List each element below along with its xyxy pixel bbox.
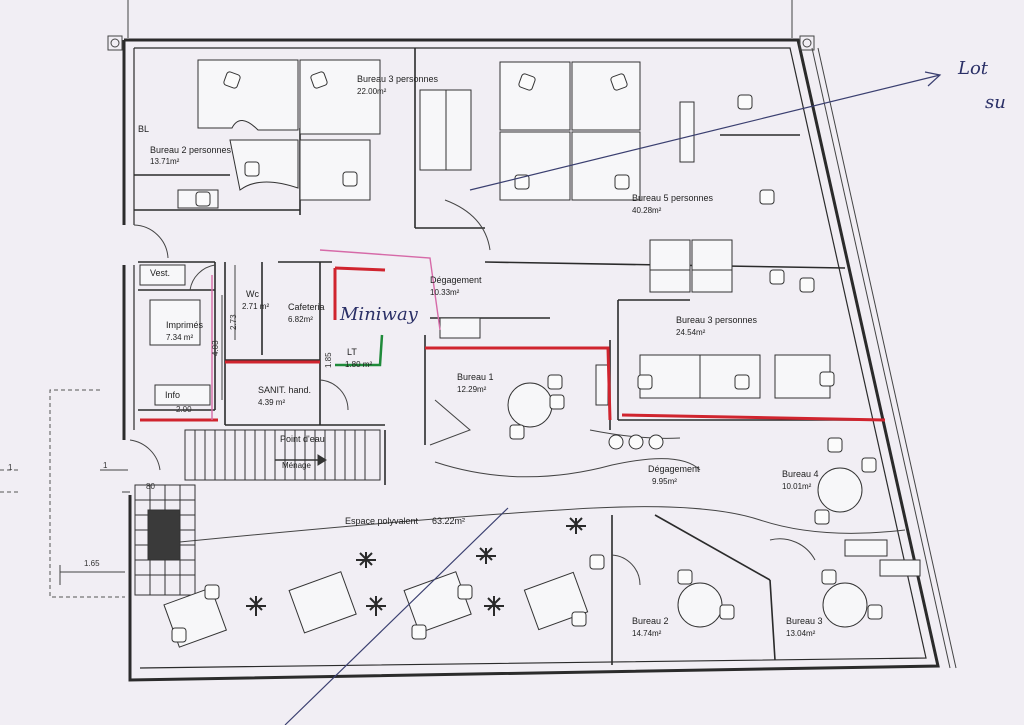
- pen-arrows: [284, 71, 942, 725]
- room-area: 10.33m²: [430, 288, 460, 297]
- handwritten-note: Lot: [957, 58, 989, 79]
- doors: [129, 199, 816, 586]
- room-name: Imprimés: [166, 320, 204, 330]
- room-name: SANIT. hand.: [258, 385, 311, 395]
- room-area: 14.74m²: [632, 629, 662, 638]
- room-area: 4.39 m²: [258, 398, 285, 407]
- room-name: Bureau 2 personnes: [150, 145, 232, 155]
- dimension-labels: 2.73 4.03 2.00 1.65 1 1 1.85 80: [8, 314, 333, 568]
- room-name: Dégagement: [648, 464, 700, 474]
- room-name: Dégagement: [430, 275, 482, 285]
- room-area: 12.29m²: [457, 385, 487, 394]
- furniture-desks: [139, 59, 921, 648]
- exterior-walls: [107, 35, 957, 682]
- chairs: [171, 71, 883, 643]
- room-area: 13.04m²: [786, 629, 816, 638]
- room-name: Espace polyvalent: [345, 516, 419, 526]
- room-labels: Bureau 3 personnes 22.00m² Bureau 2 pers…: [138, 74, 823, 638]
- room-name: Bureau 2: [632, 616, 669, 626]
- room-name: Cafeteria: [288, 302, 325, 312]
- room-area: 1.80 m²: [345, 360, 372, 369]
- dimension-lines: [59, 265, 236, 585]
- room-name: Bureau 3 personnes: [676, 315, 758, 325]
- dimension-label: 1.65: [84, 559, 100, 568]
- room-area: 10.01m²: [782, 482, 812, 491]
- room-name: Point d'eau: [280, 434, 325, 444]
- room-name: Vest.: [150, 268, 170, 278]
- room-area: 9.95m²: [652, 477, 677, 486]
- room-name: Bureau 1: [457, 372, 494, 382]
- dimension-label: 4.03: [211, 340, 220, 356]
- room-name: Wc: [246, 289, 259, 299]
- room-name: LT: [347, 347, 357, 357]
- dimension-label: 2.73: [229, 314, 238, 330]
- room-area: 22.00m²: [357, 87, 387, 96]
- room-area: 6.82m²: [288, 315, 313, 324]
- room-name: Bureau 5 personnes: [632, 193, 714, 203]
- handwritten-notes: Lot su Miniway: [339, 58, 1006, 325]
- room-name: Bureau 4: [782, 469, 819, 479]
- round-tables: [507, 382, 868, 628]
- dimension-label: 80: [146, 482, 155, 491]
- dimension-label: 1: [103, 461, 108, 470]
- dimension-label: 1.85: [324, 352, 333, 368]
- plants: [246, 517, 586, 616]
- room-area: 24.54m²: [676, 328, 706, 337]
- room-name: Ménage: [282, 461, 311, 470]
- room-area: 2.71 m²: [242, 302, 269, 311]
- red-markup: [140, 249, 886, 422]
- room-name: BL: [138, 124, 149, 134]
- handwritten-note: Miniway: [339, 304, 419, 325]
- room-area: 40.28m²: [632, 206, 662, 215]
- room-area: 63.22m²: [432, 516, 465, 526]
- column-marker: [799, 35, 815, 51]
- staircase: [134, 429, 381, 596]
- room-name: Bureau 3: [786, 616, 823, 626]
- dimension-label: 1: [8, 463, 13, 472]
- room-name: Bureau 3 personnes: [357, 74, 439, 84]
- room-name: Info: [165, 390, 180, 400]
- room-area: 13.71m²: [150, 157, 180, 166]
- column-marker: [107, 35, 123, 51]
- interior-walls: [134, 48, 880, 665]
- room-area: 7.34 m²: [166, 333, 193, 342]
- dimension-label: 2.00: [176, 405, 192, 414]
- handwritten-note: su: [985, 92, 1006, 113]
- dashed-outline: [0, 389, 125, 598]
